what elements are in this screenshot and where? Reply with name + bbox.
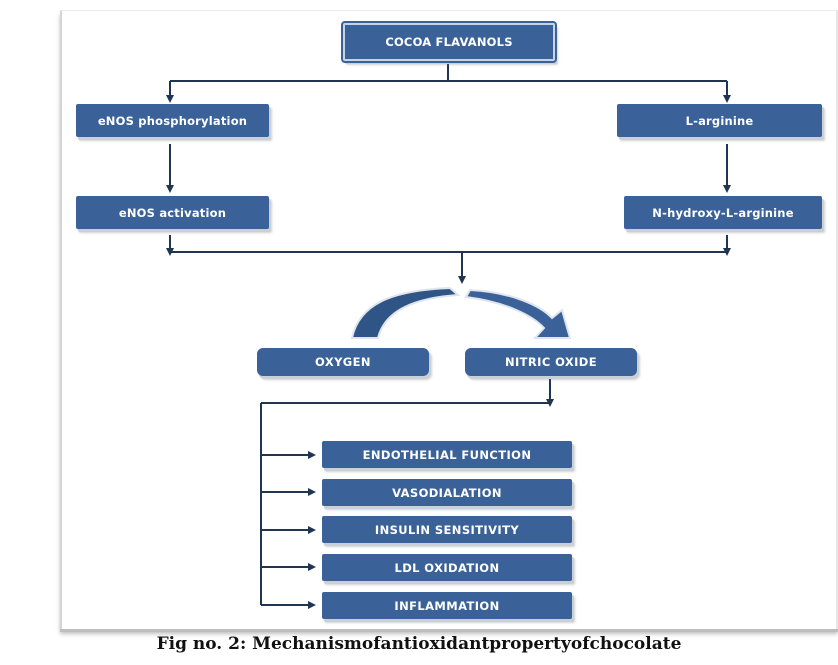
l-arginine-box: L-arginine xyxy=(617,104,822,137)
effect-box-insulin-sensitivity: INSULIN SENSITIVITY xyxy=(322,516,572,543)
nitric-oxide-label: NITRIC OXIDE xyxy=(504,355,598,369)
n-hydroxy-l-arginine-label: N-hydroxy-L-arginine xyxy=(652,205,794,220)
oxygen-label: OXYGEN xyxy=(315,355,371,369)
enos-activation-box: eNOS activation xyxy=(76,196,269,229)
cocoa-flavanols-label: COCOA FLAVANOLS xyxy=(385,35,513,49)
enos-activation-label: eNOS activation xyxy=(118,205,227,220)
effect-label: INSULIN SENSITIVITY xyxy=(374,522,520,537)
nitric-oxide-box: NITRIC OXIDE xyxy=(465,348,637,376)
l-arginine-label: L-arginine xyxy=(685,113,754,128)
figure-caption: Fig no. 2: Mechanismofantioxidantpropert… xyxy=(156,634,682,654)
conversion-curved-arrow xyxy=(350,286,572,339)
effect-label: ENDOTHELIAL FUNCTION xyxy=(362,447,532,462)
oxygen-box: OXYGEN xyxy=(257,348,429,376)
enos-phosphorylation-box: eNOS phosphorylation xyxy=(76,104,269,137)
effect-box-endothelial-function: ENDOTHELIAL FUNCTION xyxy=(322,441,572,468)
effect-box-ldl-oxidation: LDL OXIDATION xyxy=(322,554,572,581)
effect-label: VASODIALATION xyxy=(392,485,502,500)
n-hydroxy-l-arginine-box: N-hydroxy-L-arginine xyxy=(624,196,822,229)
effect-label: INFLAMMATION xyxy=(394,598,500,613)
effect-box-inflammation: INFLAMMATION xyxy=(322,592,572,619)
effect-label: LDL OXIDATION xyxy=(394,560,500,575)
enos-phosphorylation-label: eNOS phosphorylation xyxy=(97,113,248,128)
effect-box-vasodialation: VASODIALATION xyxy=(322,479,572,506)
cocoa-flavanols-box: COCOA FLAVANOLS xyxy=(341,21,557,63)
